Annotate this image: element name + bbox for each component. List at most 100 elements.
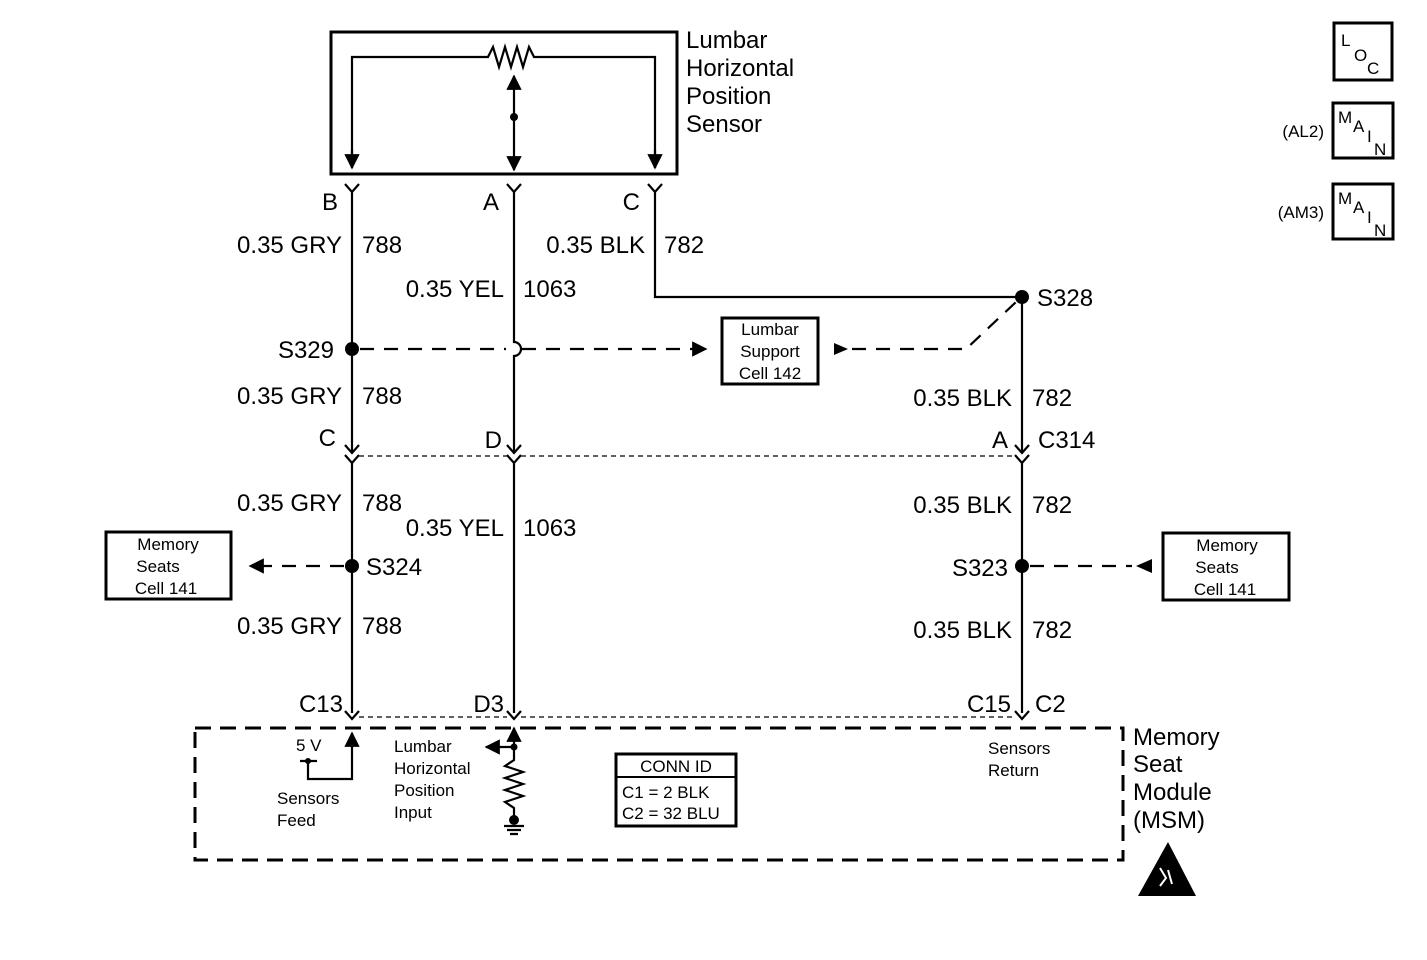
main-am3-letter-a: A	[1353, 198, 1365, 217]
conn-id-row-1: C1 = 2 BLK	[622, 783, 710, 802]
wire-gry-label-2: 0.35 GRY	[237, 383, 342, 410]
msm-connector: C13 D3 C15 C2	[299, 691, 1066, 721]
main-badge-al2-prefix: (AL2)	[1282, 122, 1324, 141]
wire-gry-circuit-4: 788	[362, 613, 402, 640]
sensor-title-line-1: Lumbar	[686, 27, 767, 54]
c314-name-label: C314	[1038, 427, 1095, 454]
memory-seats-ref-left-line-2: Seats	[136, 557, 179, 576]
splice-s329: S329	[278, 337, 708, 364]
main-am3-letter-i: I	[1367, 208, 1372, 227]
c314-pin-a-label: A	[992, 427, 1008, 454]
main-badge-am3-box[interactable]	[1331, 182, 1395, 241]
loc-letter-o: O	[1354, 46, 1367, 65]
msm-pin-c13-terminal	[344, 710, 360, 721]
feed-voltage-label: 5 V	[296, 736, 322, 755]
splice-s323: S323	[952, 555, 1152, 582]
s328-to-lumbar-support-link	[852, 301, 1017, 351]
wire-gry-label-3: 0.35 GRY	[237, 490, 342, 517]
sensor-pin-c-terminal	[647, 183, 663, 194]
wire-yel-circuit-2: 1063	[523, 515, 576, 542]
sensor-pin-b-label: B	[322, 189, 338, 216]
sensor-wiper-dot	[510, 113, 518, 121]
main-badge-al2-box[interactable]	[1331, 101, 1395, 160]
loc-badge-box[interactable]	[1332, 21, 1394, 82]
msm-pin-c13-label: C13	[299, 691, 343, 718]
main-am3-letter-m: M	[1338, 189, 1352, 208]
esd-sensitive-icon	[1138, 842, 1196, 896]
memory-seats-ref-right-line-3: Cell 141	[1194, 580, 1256, 599]
conn-id-table: CONN ID C1 = 2 BLK C2 = 32 BLU	[614, 752, 738, 828]
wire-blk-circuit-1: 782	[664, 232, 704, 259]
splice-s324: S324	[248, 554, 422, 581]
conn-id-title: CONN ID	[640, 757, 712, 776]
msm-outline	[193, 726, 1125, 862]
position-input-line-3: Position	[394, 781, 454, 800]
sensor-pin-a-terminal	[506, 183, 522, 194]
sensor-title-line-3: Position	[686, 83, 771, 110]
wire-yel-label-1: 0.35 YEL	[406, 276, 504, 303]
c314-pin-d-label: D	[485, 427, 502, 454]
main-badge-am3[interactable]: (AM3) M A I N	[1278, 182, 1395, 241]
sensors-return-line-1: Sensors	[988, 739, 1050, 758]
sensor-title-line-4: Sensor	[686, 111, 762, 138]
wire-gry-circuit-3: 788	[362, 490, 402, 517]
lumbar-support-ref-line-3: Cell 142	[739, 364, 801, 383]
c314-pin-a-terminal	[1014, 444, 1030, 465]
memory-seats-ref-left-box[interactable]	[104, 530, 233, 601]
wire-blk-circuit-4: 782	[1032, 617, 1072, 644]
msm-pin-d3-label: D3	[473, 691, 504, 718]
memory-seats-ref-right-box[interactable]	[1161, 531, 1291, 602]
c314-pin-d-terminal	[506, 444, 522, 465]
wire-blk-label-3: 0.35 BLK	[913, 492, 1012, 519]
lumbar-horizontal-position-sensor: Lumbar Horizontal Position Sensor	[329, 27, 794, 176]
position-input-line-2: Horizontal	[394, 759, 471, 778]
lumbar-support-ref-line-2: Support	[740, 342, 800, 361]
main-badge-al2[interactable]: (AL2) M A I N	[1282, 101, 1395, 160]
loc-badge[interactable]: L O C	[1332, 21, 1394, 82]
msm-position-input: Lumbar Horizontal Position Input	[394, 726, 527, 836]
conn-id-row-2: C2 = 32 BLU	[622, 804, 720, 823]
loc-letter-l: L	[1341, 31, 1350, 50]
lumbar-support-ref-box[interactable]	[720, 316, 820, 386]
msm-pin-c15-terminal	[1014, 710, 1030, 721]
msm-title-line-2: Seat	[1133, 751, 1183, 778]
sensors-return-line-2: Return	[988, 761, 1039, 780]
wire-gry-label-1: 0.35 GRY	[237, 232, 342, 259]
memory-seats-ref-right-line-2: Seats	[1195, 558, 1238, 577]
memory-seats-ref-left-line-3: Cell 141	[135, 579, 197, 598]
splice-s329-label: S329	[278, 337, 334, 364]
memory-seats-ref-right-line-1: Memory	[1196, 536, 1258, 555]
position-input-line-1: Lumbar	[394, 737, 452, 756]
main-al2-letter-n: N	[1374, 140, 1386, 159]
wire-yel-label-2: 0.35 YEL	[406, 515, 504, 542]
msm-title-line-1: Memory	[1133, 724, 1220, 751]
main-al2-letter-m: M	[1338, 108, 1352, 127]
memory-seats-ref-left-line-1: Memory	[137, 535, 199, 554]
splice-s328-dot	[1015, 290, 1029, 304]
sensor-pin-b-terminal	[344, 183, 360, 194]
main-am3-letter-n: N	[1374, 221, 1386, 240]
wire-blk-label-4: 0.35 BLK	[913, 617, 1012, 644]
sensor-internal-wiring	[350, 43, 657, 168]
main-al2-letter-i: I	[1367, 127, 1372, 146]
main-badge-am3-prefix: (AM3)	[1278, 203, 1324, 222]
wire-1063-yel	[512, 192, 523, 713]
memory-seats-reference-right[interactable]: Memory Seats Cell 141	[1161, 531, 1291, 602]
splice-s328: S328	[1015, 285, 1093, 312]
wire-782-blk	[653, 192, 1024, 713]
c314-pin-c-terminal	[344, 444, 360, 465]
memory-seats-reference-left[interactable]: Memory Seats Cell 141	[104, 530, 233, 601]
lumbar-support-reference[interactable]: Lumbar Support Cell 142	[720, 316, 820, 386]
msm-title-line-3: Module	[1133, 779, 1212, 806]
wire-gry-label-4: 0.35 GRY	[237, 613, 342, 640]
position-input-line-4: Input	[394, 803, 432, 822]
sensor-pin-c-label: C	[623, 189, 640, 216]
lumbar-support-ref-line-1: Lumbar	[741, 320, 799, 339]
loc-letter-c: C	[1367, 59, 1379, 78]
wire-blk-label-1: 0.35 BLK	[546, 232, 645, 259]
sensor-title-line-2: Horizontal	[686, 55, 794, 82]
splice-s328-label: S328	[1037, 285, 1093, 312]
msm-sensors-return: Sensors Return	[988, 739, 1050, 780]
splice-s324-label: S324	[366, 554, 422, 581]
sensors-feed-line-1: Sensors	[277, 789, 339, 808]
